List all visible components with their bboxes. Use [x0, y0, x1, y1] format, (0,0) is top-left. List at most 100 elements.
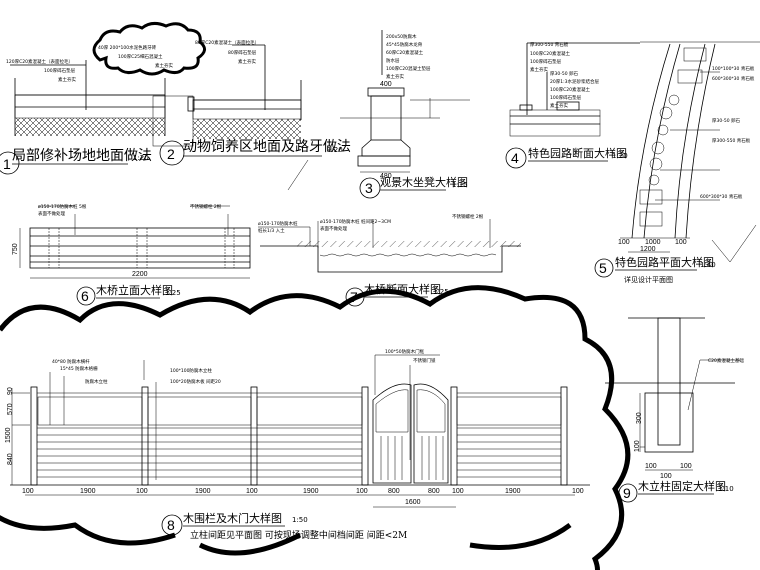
detail-title: 特色园路平面大样图: [615, 255, 714, 269]
note: 600*300*30 青石板: [700, 193, 743, 200]
dimension: 800: [428, 488, 440, 495]
note: 80厚碎石垫层: [228, 49, 257, 56]
note: 不锈钢门锁: [413, 357, 436, 364]
dimension: 1000: [645, 239, 661, 246]
note: 厚30-50 卵石: [550, 70, 579, 77]
dimension: 1200: [640, 246, 656, 253]
detail-6-bridge-elevation: 750 2200 ø150-170防腐木桩 5根 表面不做处理 不锈钢螺栓 2根…: [12, 203, 251, 306]
detail-title: 特色园路断面大样图: [528, 146, 627, 160]
note: 100厚碎石垫层: [44, 67, 76, 74]
dimension: 400: [380, 81, 392, 88]
note: 厚30-50 卵石: [712, 117, 741, 124]
dimension: 90: [7, 387, 14, 395]
dimension: 100: [660, 473, 672, 480]
note: 100厚C20素混凝土: [550, 86, 590, 93]
scale-label: 1:15: [452, 181, 468, 189]
note: 120厚C20素混凝土（表面拉毛）: [6, 58, 73, 65]
detail-2-animal-area-ground: 40厚 200*100水泥色路牙砖 100厚C25细石混凝土 素土夯实 80厚C…: [92, 21, 351, 191]
note: 表面不做处理: [38, 210, 65, 217]
note: 素土夯实: [238, 58, 256, 65]
note: 不锈钢螺栓 2根: [190, 203, 222, 210]
note: ø150-170防腐木桩 5根: [38, 203, 87, 210]
dimension: 1500: [5, 427, 12, 443]
note: 厚300-550 青石板: [530, 41, 569, 48]
note: ø150-170防腐木桩: [258, 220, 298, 227]
note: 厚300-550 青石板: [712, 137, 751, 144]
note: 100*100防腐木立柱: [170, 367, 212, 374]
detail-title: 局部修补场地地面做法: [12, 148, 152, 164]
detail-4-path-section: 厚300-550 青石板 100厚C20素混凝土 100厚碎石垫层 素土夯实 厚…: [505, 41, 640, 169]
note: 不锈钢螺栓 2根: [452, 213, 484, 220]
note: 600*300*30 青石板: [712, 75, 755, 82]
dimension: 2200: [132, 271, 148, 278]
scale-label: 1:40: [700, 261, 716, 269]
note: 100厚碎石垫层: [550, 94, 582, 101]
note: 防水层: [386, 57, 400, 64]
scale-label: 1:25: [433, 288, 449, 296]
note: 防腐木立柱: [85, 378, 108, 385]
detail-5-path-plan: 100*100*30 青石板 600*300*30 青石板 厚30-50 卵石 …: [594, 41, 760, 284]
dimension: 570: [7, 403, 14, 415]
detail-9-post-footing: C20素混凝土基础 300 100 100 100 100 9 木立柱固定大样图…: [605, 317, 744, 503]
note: 20厚1:3水泥砂浆结合层: [550, 78, 599, 85]
note: 素土夯实: [386, 73, 404, 80]
revision-cloud: [0, 285, 631, 570]
detail-number: 2: [167, 146, 175, 162]
note: C20素混凝土基础: [708, 357, 744, 364]
dimension: 1900: [195, 488, 211, 495]
scale-label: 1:25: [165, 289, 181, 297]
detail-subtitle: 立柱间距见平面图 可按现场调整中间档间距 间距<2M: [190, 529, 407, 541]
detail-title: 木围栏及木门大样图: [183, 511, 282, 525]
dimension: 1900: [303, 488, 319, 495]
dimension: 300: [636, 412, 643, 424]
dimension: 100: [136, 488, 148, 495]
note: 表面不做处理: [320, 225, 347, 232]
dimension: 100: [634, 440, 641, 452]
dimension: 1900: [80, 488, 96, 495]
dimension: 100: [680, 463, 692, 470]
detail-number: 6: [81, 288, 89, 304]
detail-number: 5: [599, 260, 607, 276]
note: 素土夯实: [550, 102, 568, 109]
scale-label: 1:20: [327, 146, 343, 154]
detail-title: 木立柱固定大样图: [638, 479, 726, 493]
note: 45*45防腐木龙骨: [386, 41, 423, 48]
note: 80厚C20素混凝土（表面拉毛）: [195, 39, 259, 46]
detail-subtitle: 详见设计平面图: [624, 275, 673, 284]
note: ø150-170防腐木桩 桩间距2~3CM: [320, 218, 391, 225]
scale-label: 1:20: [133, 154, 149, 162]
note: 200x50防腐木: [386, 33, 417, 40]
dimension: 480: [380, 173, 392, 180]
detail-number: 9: [623, 485, 631, 501]
note: 40*80 防腐木横杆: [52, 358, 90, 365]
detail-number: 4: [511, 150, 519, 166]
note: 100厚碎石垫层: [530, 58, 562, 65]
dimension: 800: [388, 488, 400, 495]
detail-number: 1: [3, 156, 11, 172]
dimension: 100: [572, 488, 584, 495]
detail-number: 8: [167, 517, 175, 533]
detail-title: 木桥立面大样图: [96, 283, 173, 297]
detail-3-wooden-bench: 200x50防腐木 45*45防腐木龙骨 60厚C20素混凝土 防水层 100厚…: [340, 30, 470, 199]
note: 15*45 防腐木格栅: [60, 365, 98, 372]
scale-label: 1:50: [292, 516, 308, 524]
dimension: 1900: [505, 488, 521, 495]
detail-title: 动物饲养区地面及路牙做法: [183, 139, 351, 155]
dimension: 100: [22, 488, 34, 495]
note: 100厚C25细石混凝土: [118, 53, 163, 60]
dimension: 100: [675, 239, 687, 246]
dimension: 1600: [405, 499, 421, 506]
note: 素土夯实: [155, 62, 173, 69]
note: 100厚C20混凝土垫层: [386, 65, 431, 72]
dimension: 100: [246, 488, 258, 495]
scale-label: 1:10: [718, 485, 734, 493]
detail-title: 观景木坐凳大样图: [380, 175, 468, 189]
detail-1-ground-repair: 120厚C20素混凝土（表面拉毛） 100厚碎石垫层 素土夯实 1 局部修补场地…: [0, 58, 166, 175]
note: 100*100*30 青石板: [712, 65, 755, 72]
note: 40厚 200*100水泥色路牙砖: [98, 44, 157, 51]
dimension: 100: [645, 463, 657, 470]
note: 100*20防腐木板 间距20: [170, 378, 221, 385]
detail-number: 3: [365, 180, 373, 196]
